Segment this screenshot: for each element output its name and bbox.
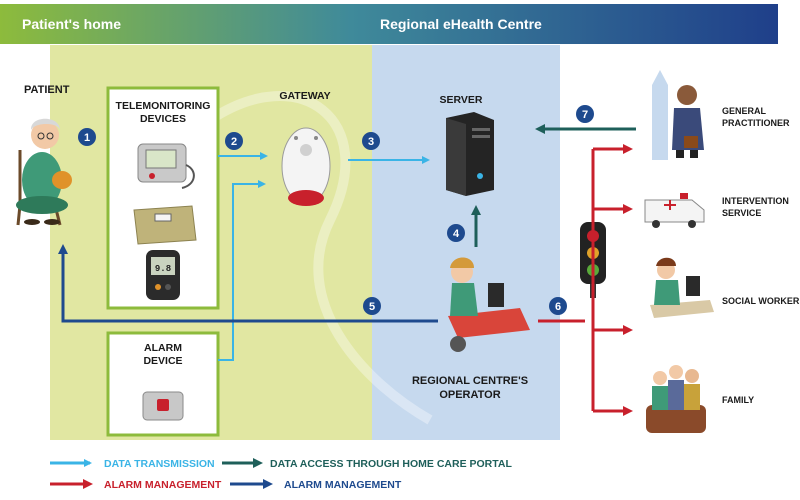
arrow-alarm-to-gateway: [218, 180, 266, 361]
arrow-operator-to-patient: [58, 244, 438, 323]
operator-label-line2: OPERATOR: [439, 389, 500, 401]
legend: DATA TRANSMISSION DATA ACCESS THROUGH HO…: [50, 458, 512, 491]
social-worker-icon: [650, 257, 714, 318]
step-badge-1: 1: [78, 128, 96, 146]
step-badge-5: 5: [363, 297, 381, 315]
intervention-label-line2: SERVICE: [722, 208, 761, 218]
legend-data-transmission: DATA TRANSMISSION: [50, 458, 215, 470]
watermark-swirl: [207, 91, 433, 425]
gp-label-line2: PRACTITIONER: [722, 118, 790, 128]
step-badge-3: 3: [362, 132, 380, 150]
centre-zone: [372, 45, 560, 440]
header-regional-centre: Regional eHealth Centre: [380, 16, 542, 32]
svg-text:6: 6: [555, 301, 561, 313]
glucose-readout: 9.8: [155, 264, 171, 274]
gp-label-line1: GENERAL: [722, 106, 767, 116]
blood-pressure-monitor-icon: [137, 143, 195, 189]
svg-text:3: 3: [368, 136, 374, 148]
ambulance-icon: [644, 193, 705, 228]
step-badge-6: 6: [549, 297, 567, 315]
header-patients-home: Patient's home: [22, 16, 121, 32]
step-badge-2: 2: [225, 132, 243, 150]
alarm-device-label-line2: DEVICE: [143, 355, 182, 367]
patient-icon: [16, 118, 72, 226]
svg-text:5: 5: [369, 301, 375, 313]
social-worker-label: SOCIAL WORKER: [722, 296, 800, 306]
telemonitoring-label-line1: TELEMONITORING: [116, 100, 211, 112]
legend-portal-access: DATA ACCESS THROUGH HOME CARE PORTAL: [222, 458, 512, 470]
server-icon: [446, 112, 494, 196]
telemonitoring-label-line2: DEVICES: [140, 113, 186, 125]
header-bar: [0, 4, 778, 44]
operator-label-line1: REGIONAL CENTRE'S: [412, 375, 528, 387]
alarm-device-label-line1: ALARM: [144, 342, 182, 354]
server-label: SERVER: [440, 94, 483, 106]
alarm-button-icon: [142, 391, 184, 421]
glucose-meter-icon: 9.8: [146, 250, 180, 300]
svg-text:ALARM MANAGEMENT: ALARM MANAGEMENT: [104, 479, 222, 491]
gateway-label: GATEWAY: [279, 90, 330, 102]
general-practitioner-icon: [652, 70, 704, 160]
svg-text:ALARM MANAGEMENT: ALARM MANAGEMENT: [284, 479, 402, 491]
operator-icon: [448, 257, 530, 352]
family-icon: [646, 365, 706, 433]
svg-text:4: 4: [453, 228, 460, 240]
intervention-label-line1: INTERVENTION: [722, 196, 789, 206]
legend-alarm-red: ALARM MANAGEMENT: [50, 479, 222, 491]
step-badge-7: 7: [576, 105, 594, 123]
legend-alarm-blue: ALARM MANAGEMENT: [230, 479, 402, 491]
svg-text:7: 7: [582, 109, 588, 121]
svg-text:DATA TRANSMISSION: DATA TRANSMISSION: [104, 458, 215, 470]
svg-text:1: 1: [84, 132, 90, 144]
family-label: FAMILY: [722, 395, 754, 405]
svg-text:2: 2: [231, 136, 237, 148]
patient-label: PATIENT: [24, 84, 70, 96]
svg-text:DATA ACCESS THROUGH HOME CARE: DATA ACCESS THROUGH HOME CARE PORTAL: [270, 458, 512, 470]
step-badge-4: 4: [447, 224, 465, 242]
weight-scale-icon: [133, 205, 197, 245]
gateway-icon: [281, 127, 331, 206]
